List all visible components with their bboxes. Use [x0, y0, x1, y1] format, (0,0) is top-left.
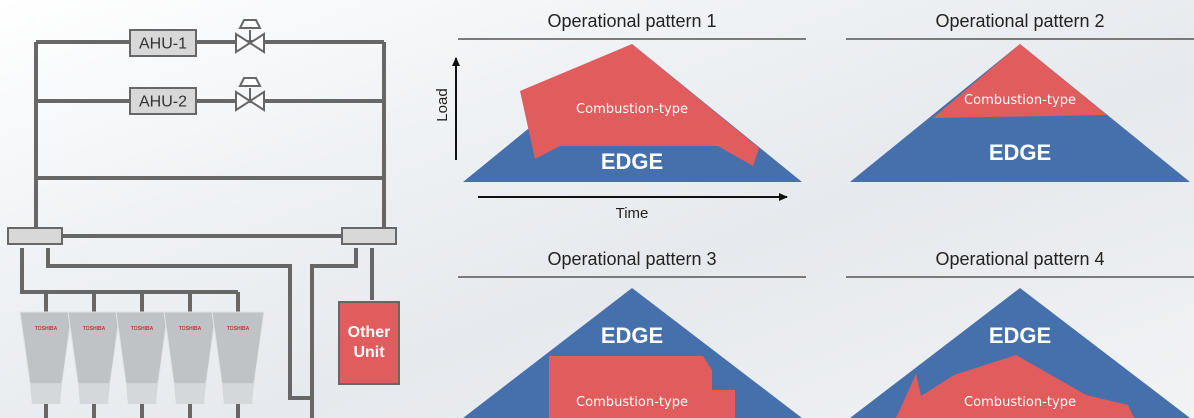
- chiller-unit: TOSHIBA: [163, 311, 217, 404]
- combustion-area: [896, 355, 1134, 418]
- combustion-area: [520, 44, 759, 166]
- ahu-1-label: AHU-1: [139, 36, 187, 53]
- chiller-unit: TOSHIBA: [19, 311, 73, 404]
- ahu-2-label: AHU-2: [139, 94, 187, 111]
- load-axis-label: Load: [434, 88, 451, 121]
- chiller-brand: TOSHIBA: [131, 326, 154, 332]
- combustion-area: [549, 356, 735, 418]
- edge-area: [850, 288, 1190, 418]
- pattern-title: Operational pattern 1: [547, 11, 716, 31]
- edge-area: [463, 288, 802, 418]
- valve-icon: [235, 77, 265, 112]
- chiller-brand: TOSHIBA: [179, 326, 202, 332]
- other-unit: Other Unit: [338, 301, 400, 385]
- combustion-label: Combustion-type: [964, 395, 1076, 410]
- pattern-4: Operational pattern 4 EDGE Combustion-ty…: [846, 249, 1194, 418]
- combustion-label: Combustion-type: [576, 395, 688, 410]
- combustion-label: Combustion-type: [576, 102, 688, 117]
- time-axis-label: Time: [616, 205, 649, 222]
- combustion-area: [933, 44, 1107, 118]
- valve-icon: [235, 19, 265, 54]
- pattern-title: Operational pattern 2: [935, 11, 1104, 31]
- pattern-1: Operational pattern 1 Combustion-type ED…: [434, 11, 806, 222]
- edge-label: EDGE: [989, 140, 1051, 165]
- pattern-2: Operational pattern 2 Combustion-type ED…: [846, 11, 1194, 182]
- edge-label: EDGE: [989, 323, 1051, 348]
- pattern-title: Operational pattern 3: [547, 249, 716, 269]
- chiller-brand: TOSHIBA: [35, 326, 58, 332]
- combustion-label: Combustion-type: [964, 93, 1076, 108]
- header-left: [7, 227, 63, 245]
- other-unit-label-line2: Unit: [353, 344, 385, 361]
- chiller-unit: TOSHIBA: [211, 311, 265, 404]
- chiller-brand: TOSHIBA: [227, 326, 250, 332]
- ahu-2: AHU-2: [129, 87, 197, 115]
- chiller-unit: TOSHIBA: [115, 311, 169, 404]
- ahu-1: AHU-1: [129, 29, 197, 57]
- pattern-3: Operational pattern 3 EDGE Combustion-ty…: [458, 249, 806, 418]
- chiller-brand: TOSHIBA: [83, 326, 106, 332]
- pattern-title: Operational pattern 4: [935, 249, 1104, 269]
- piping-network: [20, 40, 386, 418]
- edge-label: EDGE: [601, 323, 663, 348]
- edge-label: EDGE: [601, 149, 663, 174]
- other-unit-label-line1: Other: [348, 324, 391, 341]
- header-right: [341, 227, 397, 245]
- chiller-unit: TOSHIBA: [67, 311, 121, 404]
